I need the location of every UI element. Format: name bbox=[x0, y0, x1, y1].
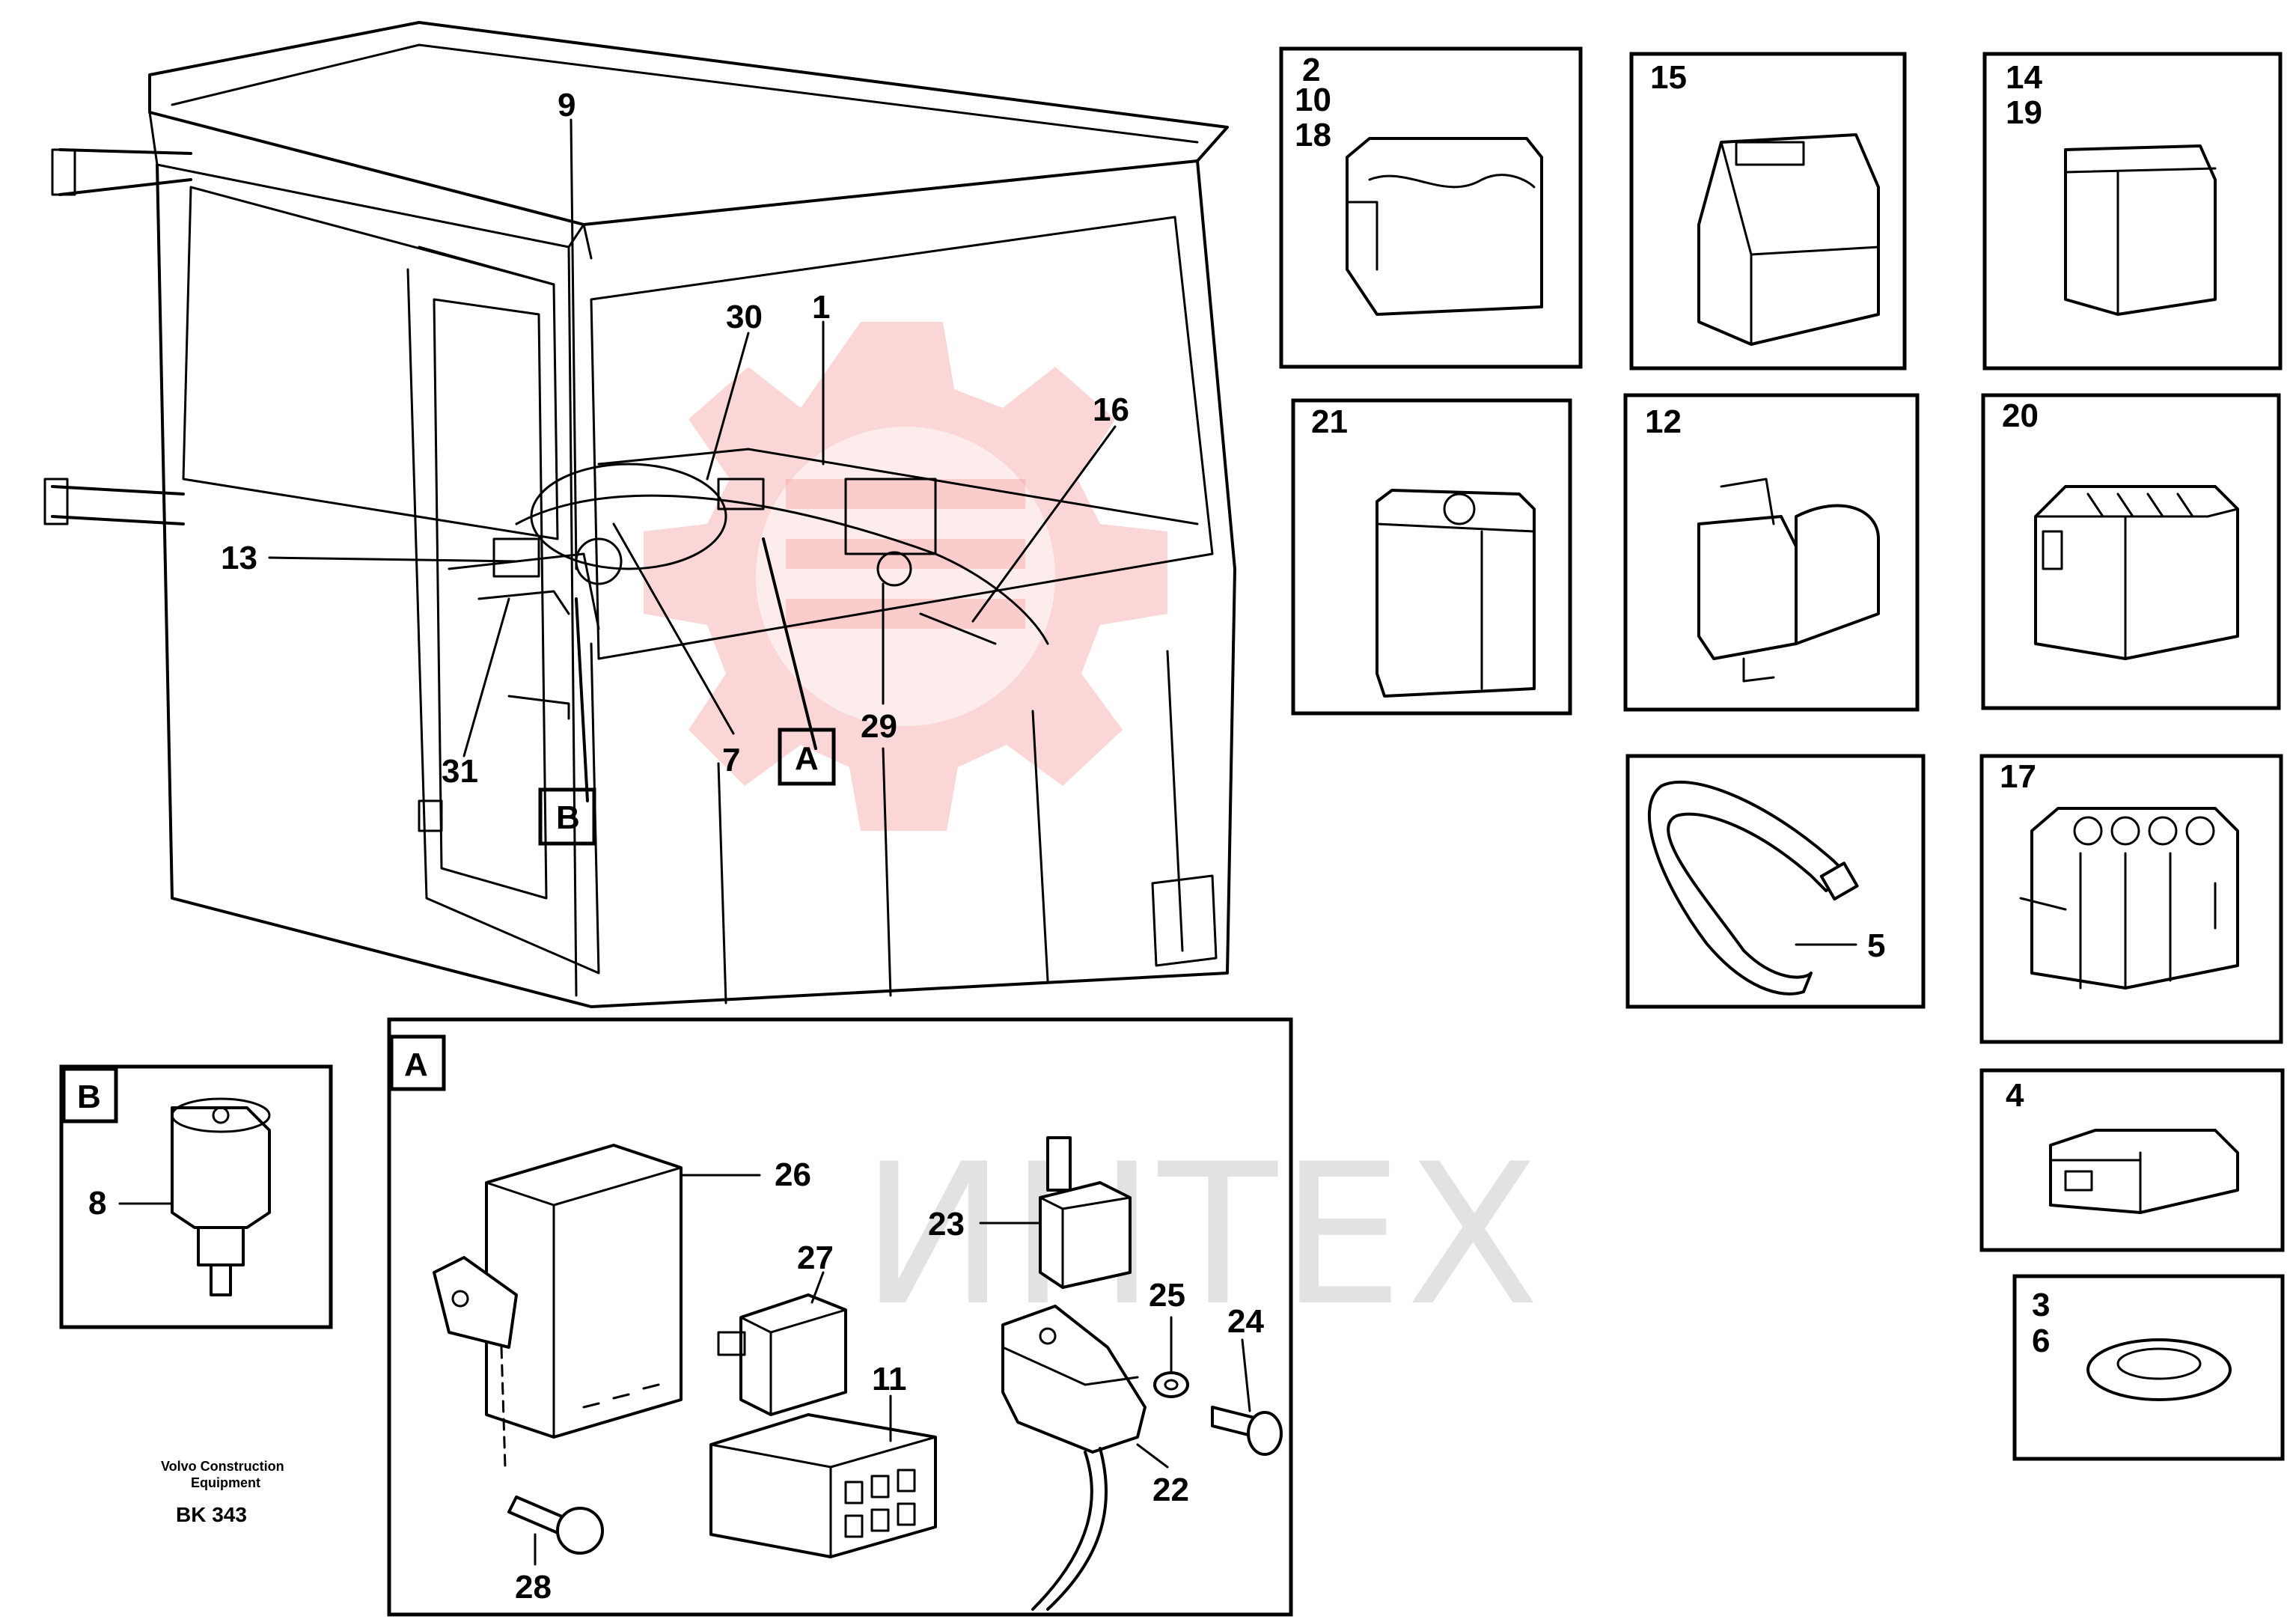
overview-leaders bbox=[268, 118, 1117, 802]
callout-22: 22 bbox=[1152, 1472, 1189, 1508]
callout-29: 29 bbox=[861, 708, 897, 745]
callout-7: 7 bbox=[722, 742, 740, 778]
callout-28: 28 bbox=[515, 1569, 552, 1606]
callout-8: 8 bbox=[88, 1185, 106, 1222]
svg-text:A: A bbox=[404, 1046, 428, 1083]
watermark-gear-inner bbox=[756, 427, 1055, 726]
svg-text:21: 21 bbox=[1311, 403, 1348, 440]
callout-23: 23 bbox=[928, 1206, 965, 1243]
svg-text:15: 15 bbox=[1650, 59, 1687, 96]
panel-relay-21: 21 bbox=[1291, 398, 1572, 716]
svg-text:19: 19 bbox=[2006, 94, 2042, 131]
callout-26: 26 bbox=[775, 1156, 811, 1193]
svg-text:2: 2 bbox=[1302, 52, 1320, 88]
svg-text:17: 17 bbox=[2000, 758, 2036, 795]
footer-block: Volvo Construction Equipment BK 343 bbox=[161, 1459, 284, 1526]
svg-text:6: 6 bbox=[2032, 1323, 2050, 1359]
svg-text:4: 4 bbox=[2006, 1077, 2024, 1114]
panel-holder-12: 12 bbox=[1623, 393, 1920, 712]
callout-27: 27 bbox=[797, 1240, 834, 1276]
callout-1: 1 bbox=[812, 289, 830, 326]
detail-marker-b: B bbox=[538, 787, 596, 846]
panel-cable-tie: 5 bbox=[1625, 754, 1926, 1009]
company-name-line2: Equipment bbox=[191, 1475, 260, 1490]
svg-text:10: 10 bbox=[1295, 82, 1331, 118]
detail-b-panel: B 8 bbox=[59, 1064, 333, 1329]
svg-text:18: 18 bbox=[1295, 117, 1331, 153]
svg-text:20: 20 bbox=[2002, 397, 2039, 434]
callout-31: 31 bbox=[442, 753, 478, 790]
svg-text:B: B bbox=[77, 1079, 101, 1115]
panel-relay-14: 14 19 bbox=[1982, 52, 2283, 371]
panel-housing-20: 20 bbox=[1981, 393, 2281, 710]
panel-connector-17: 17 bbox=[1979, 754, 2283, 1044]
panel-grommet: 3 6 bbox=[2012, 1274, 2285, 1461]
callout-13: 13 bbox=[221, 540, 257, 576]
callout-16: 16 bbox=[1093, 391, 1129, 428]
panel-plug-4: 4 bbox=[1979, 1068, 2285, 1252]
svg-text:B: B bbox=[556, 799, 580, 836]
diagram-code: BK 343 bbox=[176, 1503, 247, 1526]
callout-24: 24 bbox=[1227, 1303, 1264, 1340]
company-name-line1: Volvo Construction bbox=[161, 1459, 284, 1474]
callout-30: 30 bbox=[726, 299, 763, 335]
svg-text:A: A bbox=[795, 740, 819, 777]
callout-9: 9 bbox=[558, 87, 575, 124]
svg-text:3: 3 bbox=[2032, 1287, 2050, 1323]
detail-a-panel: A 26 27 23 22 25 bbox=[387, 1017, 1293, 1617]
callout-11: 11 bbox=[872, 1361, 907, 1397]
panel-bracket: 2 10 18 bbox=[1279, 46, 1583, 369]
svg-text:14: 14 bbox=[2006, 59, 2042, 96]
svg-text:12: 12 bbox=[1645, 403, 1682, 440]
watermark-text: ИНТЕХ bbox=[861, 1123, 1542, 1349]
callout-25: 25 bbox=[1149, 1277, 1185, 1314]
svg-text:5: 5 bbox=[1867, 927, 1885, 964]
detail-marker-a: A bbox=[778, 728, 836, 786]
panel-connector-15: 15 bbox=[1629, 52, 1907, 371]
